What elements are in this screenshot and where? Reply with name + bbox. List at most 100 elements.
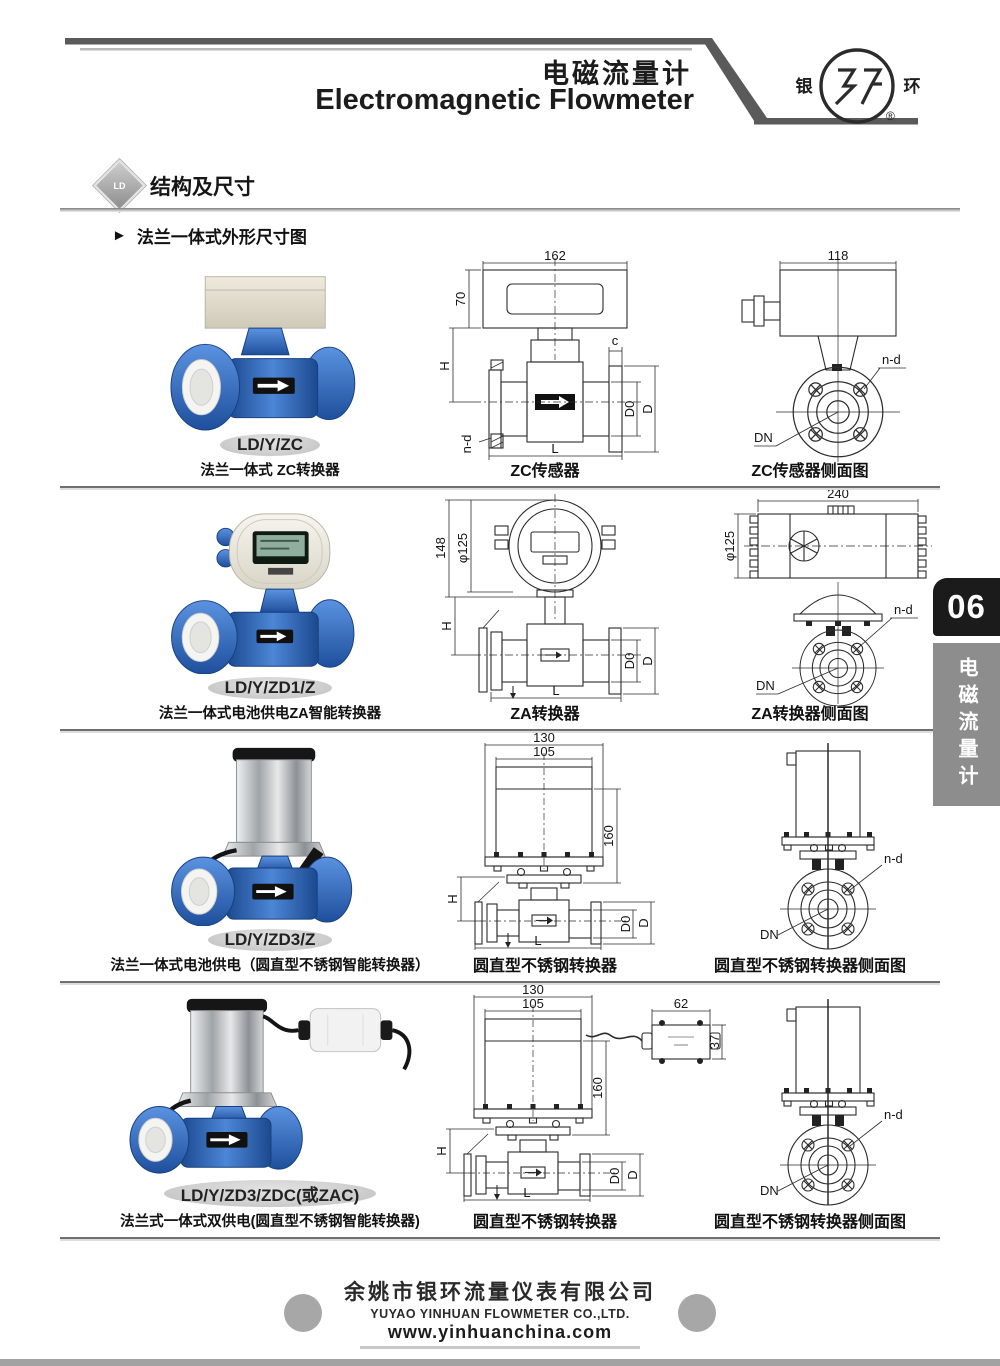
dim-62: 62 <box>674 996 688 1011</box>
product-photo-zd3 <box>171 747 353 926</box>
dim-130: 130 <box>522 985 544 997</box>
drawing-caption: 圆直型不锈钢转换器侧面图 <box>713 958 906 975</box>
model-description: 法兰一体式 ZC转换器 <box>200 463 340 479</box>
footer-underline <box>360 1346 640 1349</box>
dim-37: 37 <box>707 1035 722 1049</box>
registered-mark-icon: ® <box>886 109 895 123</box>
dim-148: 148 <box>433 537 448 559</box>
logo-right-char: 环 <box>904 77 921 96</box>
dim-D0: D0 <box>607 1168 622 1185</box>
dim-162: 162 <box>544 250 566 263</box>
dim-160: 160 <box>590 1077 605 1099</box>
zc-side-drawing: 118 n-d DN <box>741 250 906 462</box>
dim-D: D <box>636 918 651 927</box>
line-art <box>741 269 897 371</box>
product-photo-cell: LD/Y/ZD3/Z 法兰一体式电池供电（圆直型不锈钢智能转换器） <box>111 744 430 975</box>
side-drawing-cell: n-d DN 圆直型不锈钢转换器侧面图 <box>680 983 940 1237</box>
ss-front-drawing-dual: 62 37 130 105 160 H D0 D L <box>434 985 726 1203</box>
front-drawing-cell: 62 37 130 105 160 H D0 D L 圆直型不锈钢转换器 <box>390 983 726 1237</box>
page-number-tab: 06 <box>933 578 1000 636</box>
dim-D0: D0 <box>622 653 637 670</box>
product-rows: LD/Y/ZC 法兰一体式 ZC转换器 <box>60 248 940 1239</box>
dim-D: D <box>625 1170 640 1179</box>
ss-side-drawing-dual: n-d DN <box>760 989 903 1209</box>
dim-nd: n-d <box>884 851 903 866</box>
drawing-caption: 圆直型不锈钢转换器 <box>472 1214 617 1231</box>
footer-right-dot-icon <box>678 1293 716 1332</box>
subsection-title: 法兰一体式外形尺寸图 <box>136 228 307 247</box>
company-name-cn: 余姚市银环流量仪表有限公司 <box>344 1281 656 1304</box>
product-photo-cell: LD/Y/ZC 法兰一体式 ZC转换器 <box>130 271 410 480</box>
dim-nd: n-d <box>884 1107 903 1122</box>
za-front-drawing: 148 φ125 H D0 D L <box>433 494 659 702</box>
box-label-lines <box>668 1036 694 1046</box>
drawing-caption: ZA转换器侧面图 <box>751 706 869 723</box>
dim-D: D <box>640 404 655 413</box>
model-description: 法兰一体式电池供电（圆直型不锈钢智能转换器） <box>110 958 430 974</box>
product-photo-cell: LD/Y/ZD1/Z 法兰一体式电池供电ZA智能转换器 <box>130 510 410 723</box>
arrow-right-icon: ► <box>112 227 127 244</box>
dim-118: 118 <box>828 250 849 263</box>
dim-D0: D0 <box>622 401 637 418</box>
dim-c: c <box>612 333 619 348</box>
za-side-drawing: 240 φ125 n-d DN <box>722 490 932 706</box>
drawing-caption: ZC传感器侧面图 <box>751 463 869 480</box>
drawing-caption: ZC传感器 <box>510 463 580 480</box>
brand-logo: 银 环 ® <box>796 48 921 124</box>
footer: 余姚市银环流量仪表有限公司 YUYAO YINHUAN FLOWMETER CO… <box>0 1276 1000 1349</box>
dim-DN: DN <box>756 678 775 693</box>
drawing-caption: 圆直型不锈钢转换器 <box>472 958 617 975</box>
drawing-caption: ZA转换器 <box>510 706 580 723</box>
section-badge-label: LD <box>113 180 126 191</box>
company-name-en: YUYAO YINHUAN FLOWMETER CO.,LTD. <box>370 1307 630 1321</box>
zc-front-drawing: 162 70 H c D0 D L n-d <box>437 250 659 460</box>
dim-70: 70 <box>453 292 468 306</box>
hatching <box>490 361 504 449</box>
product-row-zdc: LD/Y/ZD3/ZDC(或ZAC) 法兰式一体式双供电(圆直型不锈钢智能转换器… <box>60 983 940 1239</box>
dim-nd: n-d <box>894 602 913 617</box>
dim-DN: DN <box>760 927 779 942</box>
dim-105: 105 <box>533 744 555 759</box>
product-row-zd3: LD/Y/ZD3/Z 法兰一体式电池供电（圆直型不锈钢智能转换器） 130 10… <box>60 731 940 983</box>
dim-L: L <box>551 441 558 456</box>
front-drawing-cell: 162 70 H c D0 D L n-d ZC传感器 <box>390 248 700 486</box>
center-lines <box>473 258 641 403</box>
ss-front-drawing: 130 105 160 H D0 D L <box>445 733 656 951</box>
section-title: 结构及尺寸 <box>150 176 255 199</box>
model-badge: LD/Y/ZD1/Z <box>207 677 333 699</box>
dim-nd: n-d <box>882 352 901 367</box>
dim-240: 240 <box>827 490 849 501</box>
section-badge-diamond: LD <box>93 159 146 212</box>
product-photo-zdc <box>129 998 412 1174</box>
chapter-tab: 电磁流量计 <box>933 643 1000 806</box>
dimension-lines <box>449 261 659 460</box>
model-badge: LD/Y/ZD3/Z <box>207 929 333 951</box>
side-drawing-cell: 118 n-d DN ZC传感器侧面图 <box>680 248 940 486</box>
page-title-en: Electromagnetic Flowmeter <box>315 84 694 116</box>
model-badge: LD/Y/ZD3/ZDC(或ZAC) <box>163 1180 377 1207</box>
dim-phi125: φ125 <box>722 531 737 561</box>
subsection: ► 法兰一体式外形尺寸图 <box>112 223 307 248</box>
model-badge: LD/Y/ZC <box>219 434 321 456</box>
product-row-za: LD/Y/ZD1/Z 法兰一体式电池供电ZA智能转换器 <box>60 488 940 731</box>
dim-H: H <box>439 621 454 630</box>
dim-H: H <box>434 1146 449 1155</box>
ss-side-drawing: n-d DN <box>760 733 903 953</box>
dim-nd: n-d <box>459 435 474 454</box>
box-dimension-lines <box>651 1009 726 1060</box>
product-photo-za <box>171 513 355 674</box>
footer-left-dot-icon <box>284 1293 322 1332</box>
model-description: 法兰一体式电池供电ZA智能转换器 <box>158 706 382 722</box>
page-title-cn: 电磁流量计 <box>542 59 692 89</box>
website-url: www.yinhuanchina.com <box>387 1322 613 1342</box>
dim-L: L <box>552 683 559 698</box>
dim-phi125: φ125 <box>455 533 470 563</box>
dim-130: 130 <box>533 733 555 745</box>
model-description: 法兰式一体式双供电(圆直型不锈钢智能转换器) <box>120 1214 420 1230</box>
junction-box-art <box>585 1024 721 1060</box>
side-drawing-cell: 240 φ125 n-d DN ZA转换器侧面图 <box>680 488 940 729</box>
drawing-caption: 圆直型不锈钢转换器侧面图 <box>713 1214 906 1231</box>
side-drawing-cell: n-d DN 圆直型不锈钢转换器侧面图 <box>680 731 940 981</box>
header-decoration <box>65 38 918 125</box>
dimension-lines <box>754 261 906 447</box>
